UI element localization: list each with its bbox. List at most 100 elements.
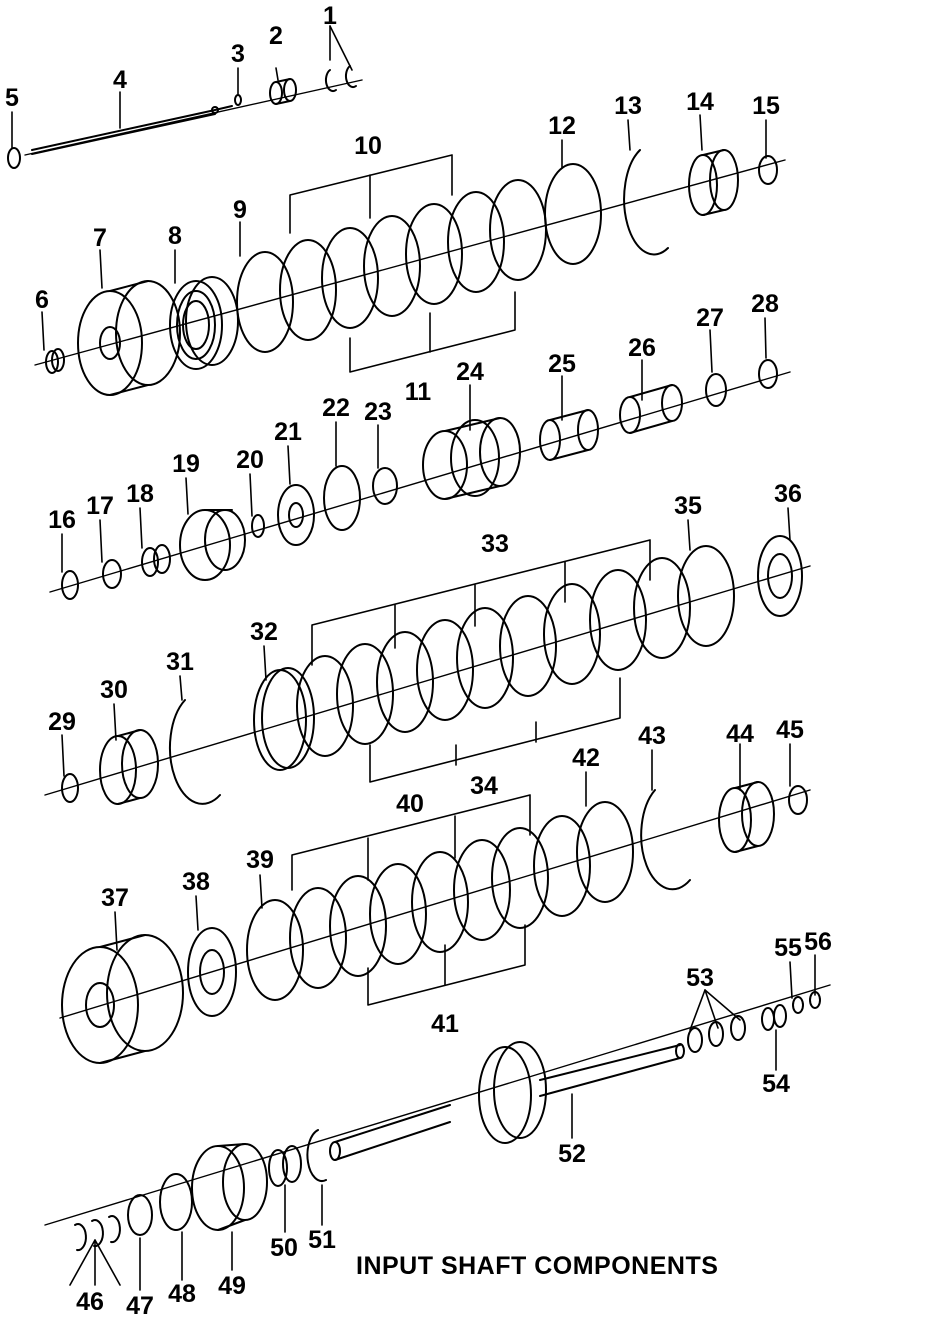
callout-10: 10 <box>354 132 382 160</box>
row-2-parts <box>34 149 786 396</box>
part-45-ring <box>788 785 808 815</box>
row-4-parts <box>44 535 811 805</box>
callout-17: 17 <box>86 492 114 520</box>
part-12-plate <box>544 163 602 265</box>
part-37-drum <box>61 934 184 1064</box>
part-29-ring <box>61 773 79 803</box>
part-42-plate <box>576 801 634 903</box>
part-47-washer <box>127 1194 153 1236</box>
callout-labels: 1 2 3 4 5 6 7 8 9 10 11 12 13 14 15 16 1… <box>5 2 832 1320</box>
part-38-piston <box>187 927 237 1017</box>
callout-21: 21 <box>274 418 302 446</box>
part-15-ring <box>758 155 778 185</box>
part-1-snap-rings <box>324 65 357 93</box>
callout-42: 42 <box>572 744 600 772</box>
part-19-hub <box>179 509 246 581</box>
callout-19: 19 <box>172 450 200 478</box>
callout-51: 51 <box>308 1226 336 1254</box>
part-50-bearing <box>268 1145 302 1187</box>
part-5-washer <box>7 147 21 169</box>
callout-43: 43 <box>638 722 666 750</box>
callout-11: 11 <box>405 378 432 406</box>
part-30-sprag <box>99 729 159 805</box>
part-6-washer <box>45 348 65 374</box>
callout-46: 46 <box>76 1288 104 1316</box>
row-6-parts <box>44 984 831 1252</box>
callout-23: 23 <box>364 398 392 426</box>
callout-2: 2 <box>269 22 283 50</box>
callout-29: 29 <box>48 708 76 736</box>
callout-49: 49 <box>218 1272 246 1300</box>
callout-37: 37 <box>101 884 129 912</box>
callout-25: 25 <box>548 350 576 378</box>
callout-35: 35 <box>674 492 702 520</box>
callout-14: 14 <box>686 88 714 116</box>
part-22-snap-ring <box>323 465 361 531</box>
part-18-bearing <box>141 544 171 577</box>
part-21-bearing <box>277 484 315 546</box>
callout-34: 34 <box>470 772 498 800</box>
callout-3: 3 <box>231 40 245 68</box>
part-49-hub <box>191 1143 268 1231</box>
callout-33: 33 <box>481 530 509 558</box>
callout-24: 24 <box>456 358 484 386</box>
row-3-parts <box>49 359 791 600</box>
callout-52: 52 <box>558 1140 586 1168</box>
callout-27: 27 <box>696 304 724 332</box>
callout-26: 26 <box>628 334 656 362</box>
part-24-gear-hub <box>422 417 521 500</box>
callout-56: 56 <box>804 928 832 956</box>
callout-22: 22 <box>322 394 350 422</box>
callout-39: 39 <box>246 846 274 874</box>
part-23-ring <box>372 467 398 505</box>
part-55-washer <box>792 996 804 1014</box>
row-5-clutch-plates <box>246 815 591 1001</box>
callout-32: 32 <box>250 618 278 646</box>
callout-13: 13 <box>614 92 642 120</box>
part-43-snap-ring <box>640 789 691 891</box>
callout-44: 44 <box>726 720 754 748</box>
part-54-bushing <box>761 1004 787 1031</box>
part-35-plate <box>677 545 735 647</box>
part-26-sleeve <box>619 384 683 434</box>
leader-lines <box>11 25 816 1291</box>
callout-7: 7 <box>93 224 107 252</box>
callout-47: 47 <box>126 1292 154 1320</box>
part-17-ring <box>102 559 122 589</box>
callout-50: 50 <box>270 1234 298 1262</box>
part-20-washer <box>251 514 265 538</box>
callout-6: 6 <box>35 286 49 314</box>
callout-5: 5 <box>5 84 19 112</box>
part-2-bushing <box>269 78 297 105</box>
part-13-snap-ring <box>623 149 669 256</box>
part-3-clip <box>234 94 242 106</box>
callout-16: 16 <box>48 506 76 534</box>
callout-4: 4 <box>113 66 127 94</box>
callout-1: 1 <box>323 2 337 30</box>
part-27-ring <box>705 373 727 407</box>
part-48-ring <box>159 1173 193 1231</box>
callout-48: 48 <box>168 1280 196 1308</box>
callout-15: 15 <box>752 92 780 120</box>
callout-8: 8 <box>168 222 182 250</box>
part-32-plate <box>253 667 315 771</box>
part-28-ring <box>758 359 778 389</box>
row-2-clutch-plates <box>236 179 547 353</box>
part-36-piston <box>757 535 803 617</box>
callout-40: 40 <box>396 790 424 818</box>
part-16-ring <box>61 570 79 600</box>
callout-36: 36 <box>774 480 802 508</box>
row-5-parts <box>59 781 811 1064</box>
part-44-sprag <box>718 781 775 853</box>
callout-55: 55 <box>774 934 802 962</box>
part-31-snap-ring <box>168 699 221 805</box>
callout-54: 54 <box>762 1070 790 1098</box>
part-25-needle-bearing <box>539 409 599 461</box>
callout-30: 30 <box>100 676 128 704</box>
callout-20: 20 <box>236 446 264 474</box>
row-4-clutch-plates <box>296 557 691 757</box>
part-4-rod <box>31 105 233 155</box>
callout-38: 38 <box>182 868 210 896</box>
